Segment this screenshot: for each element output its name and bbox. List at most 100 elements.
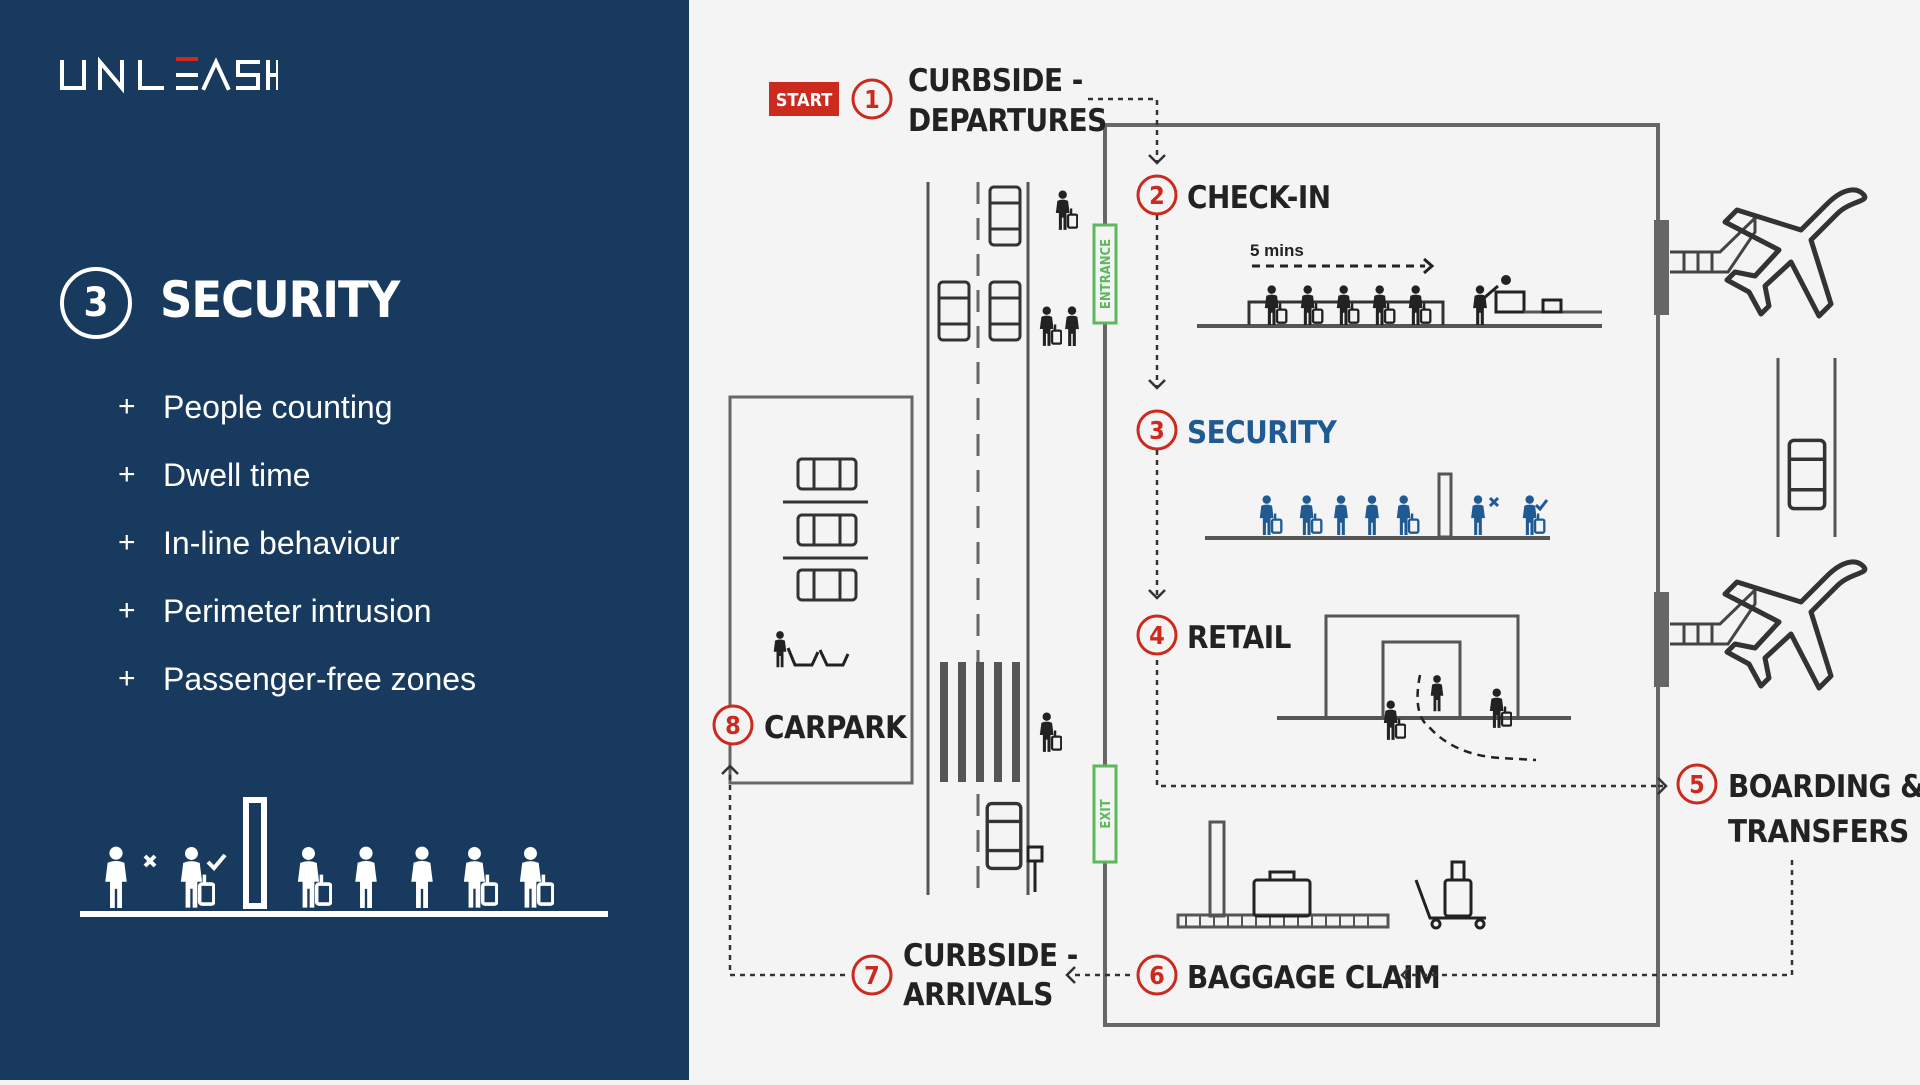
cross-icon — [1488, 496, 1500, 508]
wait-time-label: 5 mins — [1250, 241, 1304, 260]
step-3-circle — [1136, 409, 1178, 451]
shop-frame — [1324, 614, 1520, 718]
person-luggage-icon — [296, 846, 332, 908]
person-luggage-icon — [1038, 712, 1062, 752]
checkin-scene: 5 mins — [1197, 241, 1602, 328]
car-icon — [796, 457, 858, 491]
luggage-icon — [1252, 878, 1312, 918]
checkin-desk — [1494, 290, 1526, 314]
jet-bridge — [1670, 214, 1757, 274]
step-8-number: 8 — [725, 711, 741, 740]
person-icon — [1334, 495, 1348, 535]
feature-item: +Perimeter intrusion — [118, 592, 432, 629]
step-4-number: 4 — [1149, 621, 1165, 650]
step-8-label: CARPARK — [764, 710, 908, 746]
step-3-number: 3 — [1149, 416, 1165, 445]
person-icon — [1365, 495, 1379, 535]
car-icon — [988, 185, 1022, 247]
security-gate-icon — [1437, 472, 1453, 539]
step-5-number: 5 — [1689, 770, 1705, 799]
step-7-number: 7 — [864, 961, 880, 990]
exit-door — [1092, 764, 1118, 864]
car-icon — [796, 513, 858, 547]
feature-item: +Dwell time — [118, 456, 311, 493]
start-badge — [769, 82, 839, 116]
step-3-label: SECURITY — [1187, 415, 1338, 451]
person-luggage-icon — [1299, 285, 1324, 325]
gate-wall — [1654, 220, 1669, 315]
start-badge-label: START — [776, 90, 833, 111]
person-luggage-icon — [1258, 495, 1283, 535]
airplane-icon — [1725, 562, 1865, 688]
gate-wall — [1654, 592, 1669, 687]
person-luggage-icon — [1335, 285, 1360, 325]
step-4-circle — [1136, 614, 1178, 656]
feature-item: +People counting — [118, 388, 393, 425]
person-luggage-icon — [1298, 495, 1323, 535]
car-icon — [985, 801, 1023, 871]
carpark-area — [728, 395, 914, 785]
person-icon — [1471, 495, 1485, 535]
person-icon — [1065, 306, 1079, 346]
step-number-badge: 3 — [60, 267, 132, 339]
person-luggage-icon — [1038, 306, 1062, 346]
step-2-label: CHECK-IN — [1187, 180, 1331, 216]
step-1-circle — [851, 78, 893, 120]
person-luggage-icon — [179, 846, 215, 908]
person-icon — [411, 846, 433, 908]
person-luggage-icon — [1371, 285, 1396, 325]
check-icon — [1534, 499, 1549, 512]
airplane-icon — [1725, 190, 1865, 316]
car-icon — [988, 280, 1022, 342]
person-luggage-icon — [1395, 495, 1420, 535]
plus-icon: + — [118, 458, 136, 491]
entrance-label: ENTRANCE — [1099, 239, 1114, 309]
person-luggage-icon — [1054, 190, 1078, 230]
luggage-trolley-icon — [1414, 860, 1486, 930]
person-luggage-icon — [1382, 700, 1406, 740]
person-icon — [1430, 675, 1444, 712]
sidebar-panel: 3 SECURITY +People counting +Dwell time … — [0, 0, 689, 1080]
step-2-number: 2 — [1149, 181, 1165, 210]
person-luggage-icon — [1521, 495, 1546, 535]
feature-list: +People counting +Dwell time +In-line be… — [118, 373, 476, 713]
luggage-icon — [1541, 298, 1563, 314]
step-1-number: 1 — [864, 85, 880, 114]
step-7-circle — [851, 954, 893, 996]
step-8-circle — [712, 704, 754, 746]
shop-door — [1381, 640, 1462, 718]
person-icon — [105, 846, 127, 908]
shopper-path — [1416, 674, 1537, 762]
person-luggage-icon — [518, 846, 554, 908]
person-luggage-icon — [1407, 285, 1432, 325]
security-queue-illustration — [80, 797, 608, 917]
section-title: SECURITY — [160, 271, 400, 329]
person-icon — [1473, 285, 1487, 325]
baggage-claim-scene — [1176, 820, 1486, 930]
car-icon — [1787, 438, 1827, 511]
step-6-label: BAGGAGE CLAIM — [1187, 960, 1440, 996]
step-5-label: TRANSFERS — [1728, 814, 1909, 850]
car-icon — [796, 568, 858, 602]
person-luggage-icon — [1263, 285, 1288, 325]
person-icon — [355, 846, 377, 908]
step-1-label: CURBSIDE - — [908, 63, 1083, 99]
jet-bridge — [1670, 586, 1757, 646]
plus-icon: + — [118, 662, 136, 695]
bus-stop-sign — [1026, 845, 1044, 892]
security-scene — [1205, 472, 1550, 540]
step-7-label: ARRIVALS — [903, 977, 1053, 1013]
cross-icon — [143, 854, 157, 868]
unleash-logo — [60, 56, 278, 94]
step-4-label: RETAIL — [1187, 620, 1292, 656]
exit-label: EXIT — [1099, 799, 1114, 828]
step-7-label: CURBSIDE - — [903, 938, 1078, 974]
step-5-label: BOARDING & — [1728, 769, 1920, 805]
flow-arrowheads — [721, 154, 1668, 984]
step-6-circle — [1136, 954, 1178, 996]
crosswalk — [940, 662, 1020, 782]
person-luggage-icon — [462, 846, 498, 908]
